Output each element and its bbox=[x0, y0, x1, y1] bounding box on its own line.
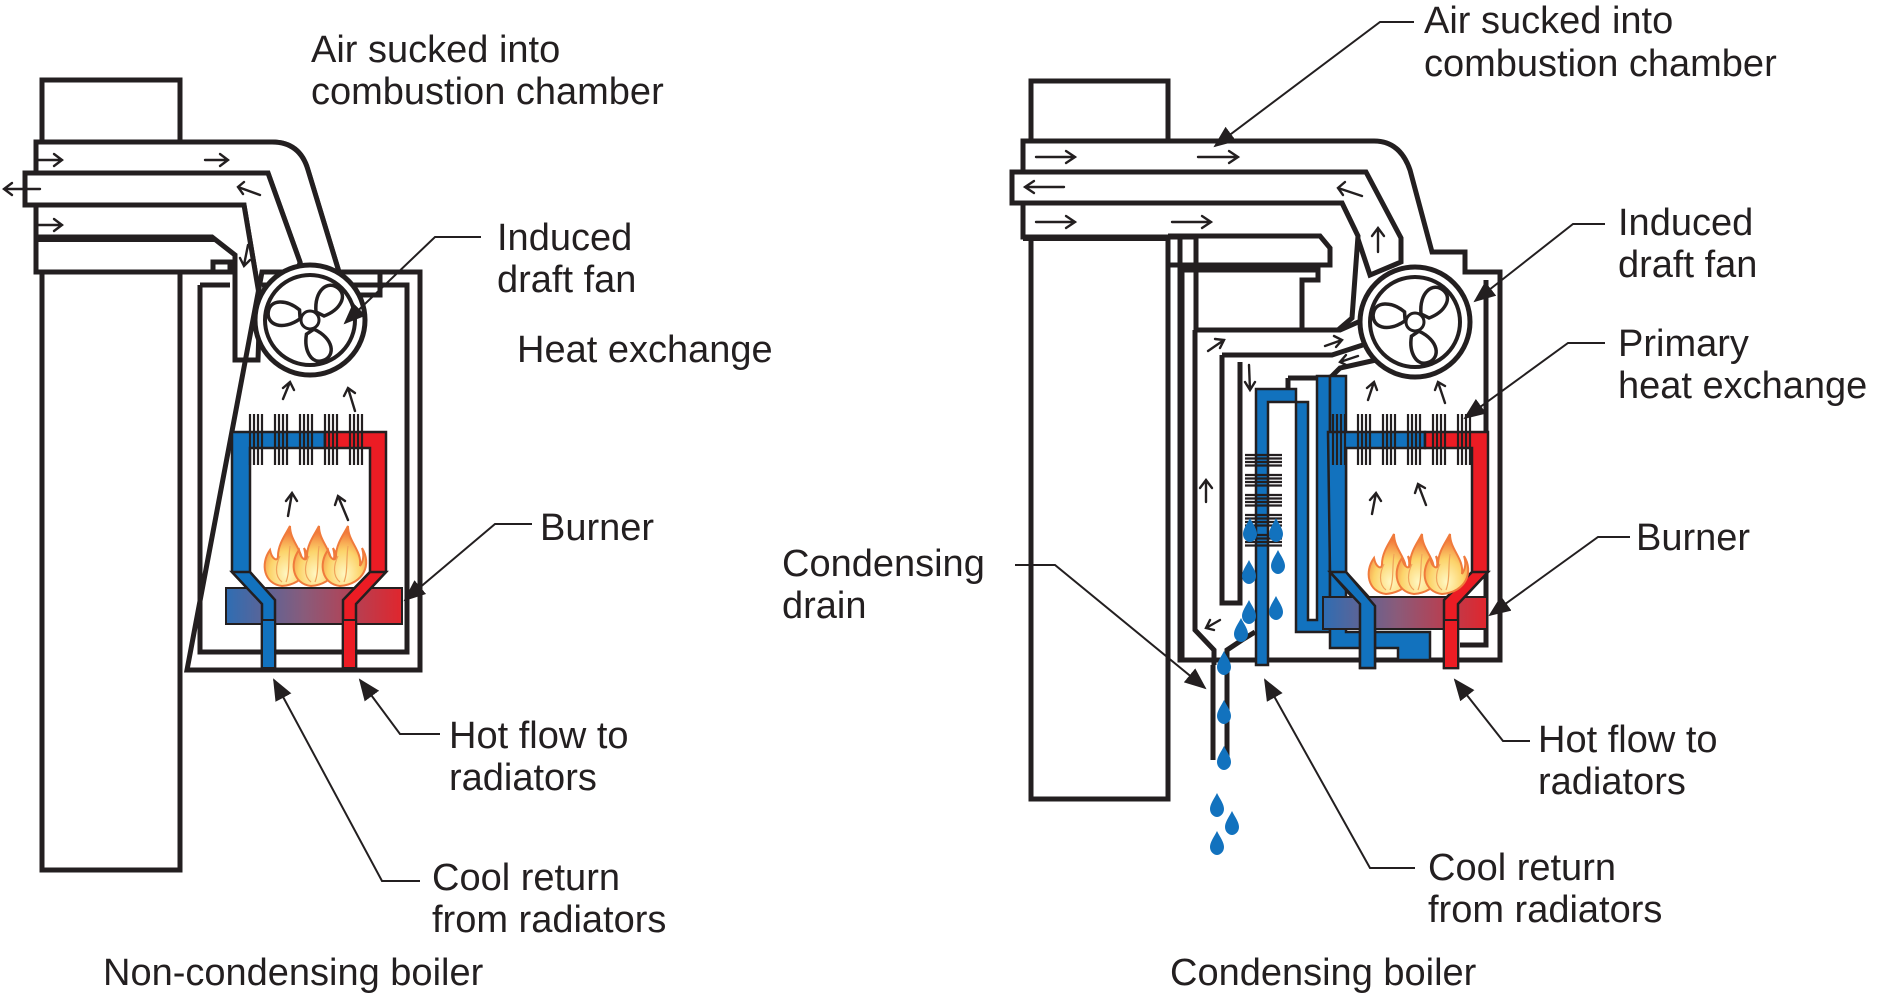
condensing-panel: Air sucked into combustion chamber Induc… bbox=[782, 0, 1867, 994]
label-air-line1: Air sucked into bbox=[1424, 0, 1673, 42]
caption-condensing: Condensing boiler bbox=[1170, 952, 1477, 994]
leader-arrow-icon bbox=[1015, 21, 1630, 869]
label-cool-return-line1: Cool return bbox=[432, 857, 620, 899]
label-cool-return-line2: from radiators bbox=[432, 899, 666, 941]
label-fan-line2: draft fan bbox=[497, 259, 636, 301]
label-fan-line1: Induced bbox=[497, 217, 632, 259]
label-hot-flow-line2: radiators bbox=[1538, 761, 1686, 803]
flow-arrow-icon bbox=[1022, 149, 1447, 632]
heat-exchanger-fins bbox=[248, 414, 364, 465]
label-air-line2: combustion chamber bbox=[311, 71, 664, 113]
label-hot-flow-line1: Hot flow to bbox=[449, 715, 629, 757]
burner bbox=[1322, 596, 1488, 630]
fan-icon bbox=[1360, 267, 1470, 377]
label-primary-hx-line1: Primary bbox=[1618, 323, 1749, 365]
label-burner: Burner bbox=[1636, 517, 1750, 559]
label-air-line2: combustion chamber bbox=[1424, 43, 1777, 85]
label-condensing-drain-line1: Condensing bbox=[782, 543, 985, 585]
label-fan-line2: draft fan bbox=[1618, 244, 1757, 286]
label-air-line1: Air sucked into bbox=[311, 29, 560, 71]
label-hot-flow-line1: Hot flow to bbox=[1538, 719, 1718, 761]
label-cool-return-line2: from radiators bbox=[1428, 889, 1662, 931]
flue-pipes bbox=[22, 139, 383, 363]
label-burner: Burner bbox=[540, 507, 654, 549]
label-primary-hx-line2: heat exchange bbox=[1618, 365, 1867, 407]
boiler-casing bbox=[183, 259, 423, 673]
heat-exchanger bbox=[230, 414, 388, 670]
label-condensing-drain-line2: drain bbox=[782, 585, 867, 627]
flame-icon bbox=[263, 525, 368, 587]
burner bbox=[225, 587, 403, 625]
label-hot-flow-line2: radiators bbox=[449, 757, 597, 799]
label-fan-line1: Induced bbox=[1618, 202, 1753, 244]
label-heat-exchange: Heat exchange bbox=[517, 329, 773, 371]
caption-non-condensing: Non-condensing boiler bbox=[103, 952, 484, 994]
non-condensing-panel: Air sucked into combustion chamber Induc… bbox=[2, 29, 773, 994]
label-cool-return-line1: Cool return bbox=[1428, 847, 1616, 889]
heat-exchanger-fins bbox=[1331, 414, 1472, 465]
flow-arrow-icon bbox=[2, 152, 357, 522]
leader-arrow-icon bbox=[273, 236, 532, 882]
